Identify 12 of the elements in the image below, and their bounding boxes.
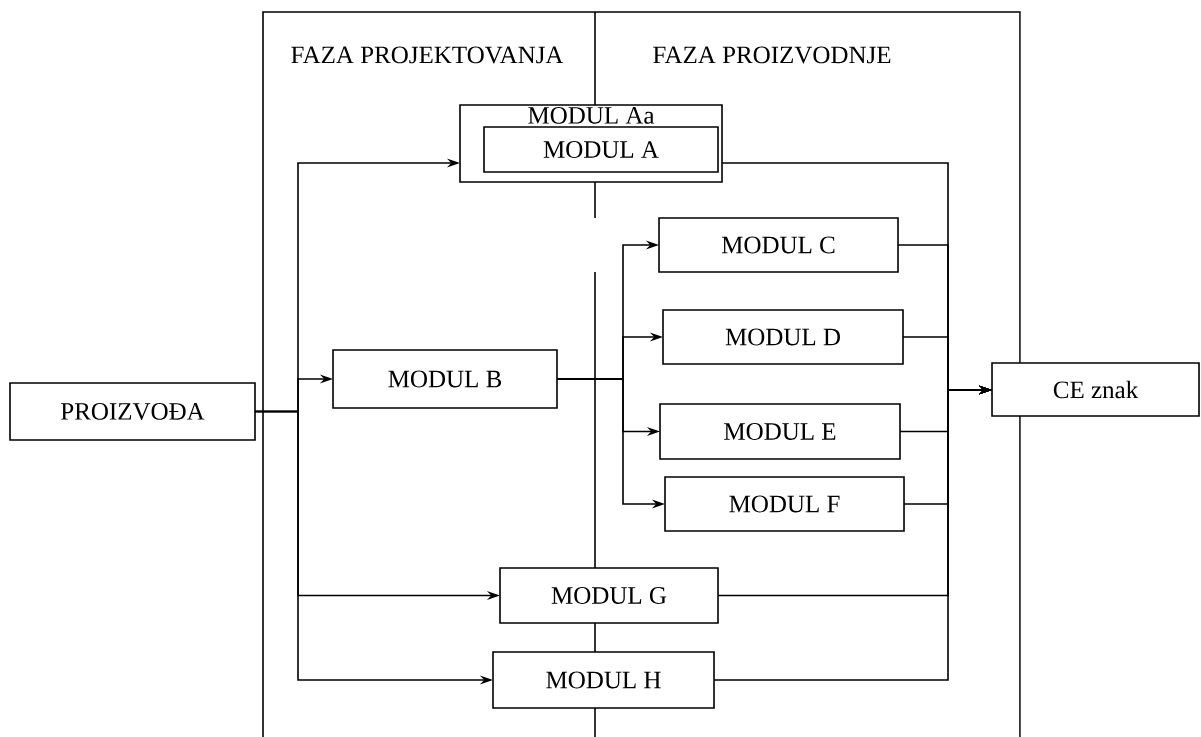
process-box: CE znak	[991, 362, 1200, 417]
process-box: MODUL E	[659, 403, 901, 460]
phase-heading: FAZA PROIZVODNJE	[653, 46, 891, 64]
process-box: MODUL F	[664, 476, 905, 532]
process-box: MODUL H	[492, 651, 715, 709]
process-box: MODUL D	[662, 309, 904, 365]
process-box: MODUL C	[658, 217, 899, 273]
process-box: MODUL G	[499, 567, 719, 624]
process-box: MODUL B	[332, 349, 558, 409]
process-box: PROIZVOĐA	[9, 382, 256, 441]
phase-heading: FAZA PROJEKTOVANJA	[291, 46, 564, 64]
process-box: MODUL A	[483, 126, 719, 173]
